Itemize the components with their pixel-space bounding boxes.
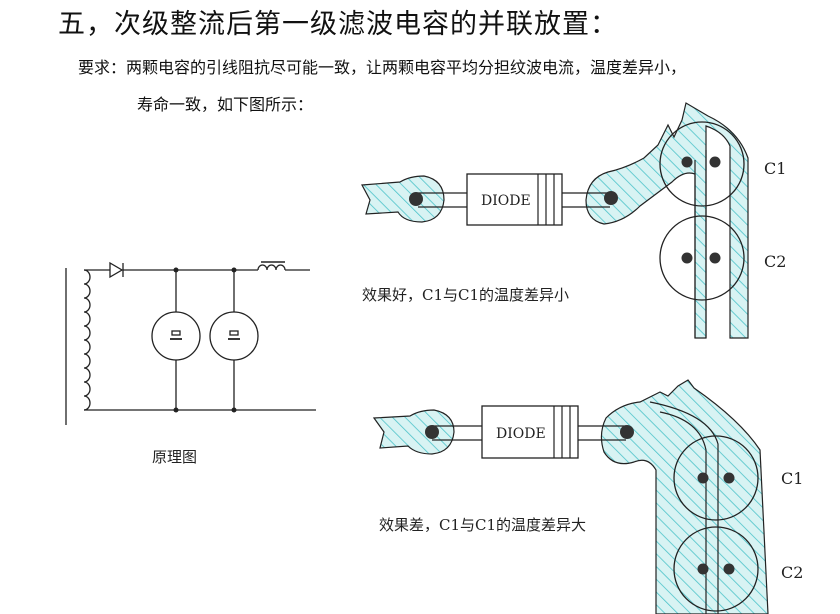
good-c2-label: C2 [764,252,786,271]
bad-capacitor-c1 [673,435,759,521]
bad-capacitor-c2 [673,526,759,612]
bad-c2-label: C2 [781,563,803,582]
bad-caption: 效果差，C1与C1的温度差异大 [379,516,586,534]
bad-input-pad [372,409,455,455]
bad-right-copper [600,379,769,614]
schematic [65,261,316,425]
good-pad-dot-right [604,191,618,205]
schematic-capacitor-1 [151,311,201,361]
bad-c1-label: C1 [781,469,803,488]
good-c1-label: C1 [764,159,786,178]
page-title: 五，次级整流后第一级滤波电容的并联放置： [58,9,618,40]
layout-bad: DIODE C1 C2 效果差，C1与C1的温度差异大 [372,379,803,614]
good-diode-label: DIODE [481,193,531,209]
diode-symbol [109,261,124,279]
bad-pad-dot-left [425,425,439,439]
transformer-winding [83,269,91,411]
good-capacitor-c1 [659,121,745,207]
requirement-text: 要求：两颗电容的引线阻抗尽可能一致，让两颗电容平均分担纹波电流，温度差异小， [78,58,687,77]
requirement-text-continued: 寿命一致，如下图所示： [137,95,314,114]
bad-pad-dot-right [620,425,634,439]
layout-good: DIODE C1 C2 效果好，C1与C1的温度差异小 [361,102,786,339]
good-right-copper [585,102,749,339]
good-capacitor-c2 [659,215,745,301]
schematic-capacitor-2 [209,311,259,361]
bad-diode-label: DIODE [496,426,546,442]
good-caption: 效果好，C1与C1的温度差异小 [362,286,569,304]
good-pad-dot-left [409,192,423,206]
inductor-symbol [257,264,286,271]
good-input-pad [361,175,445,223]
schematic-caption: 原理图 [152,448,197,466]
